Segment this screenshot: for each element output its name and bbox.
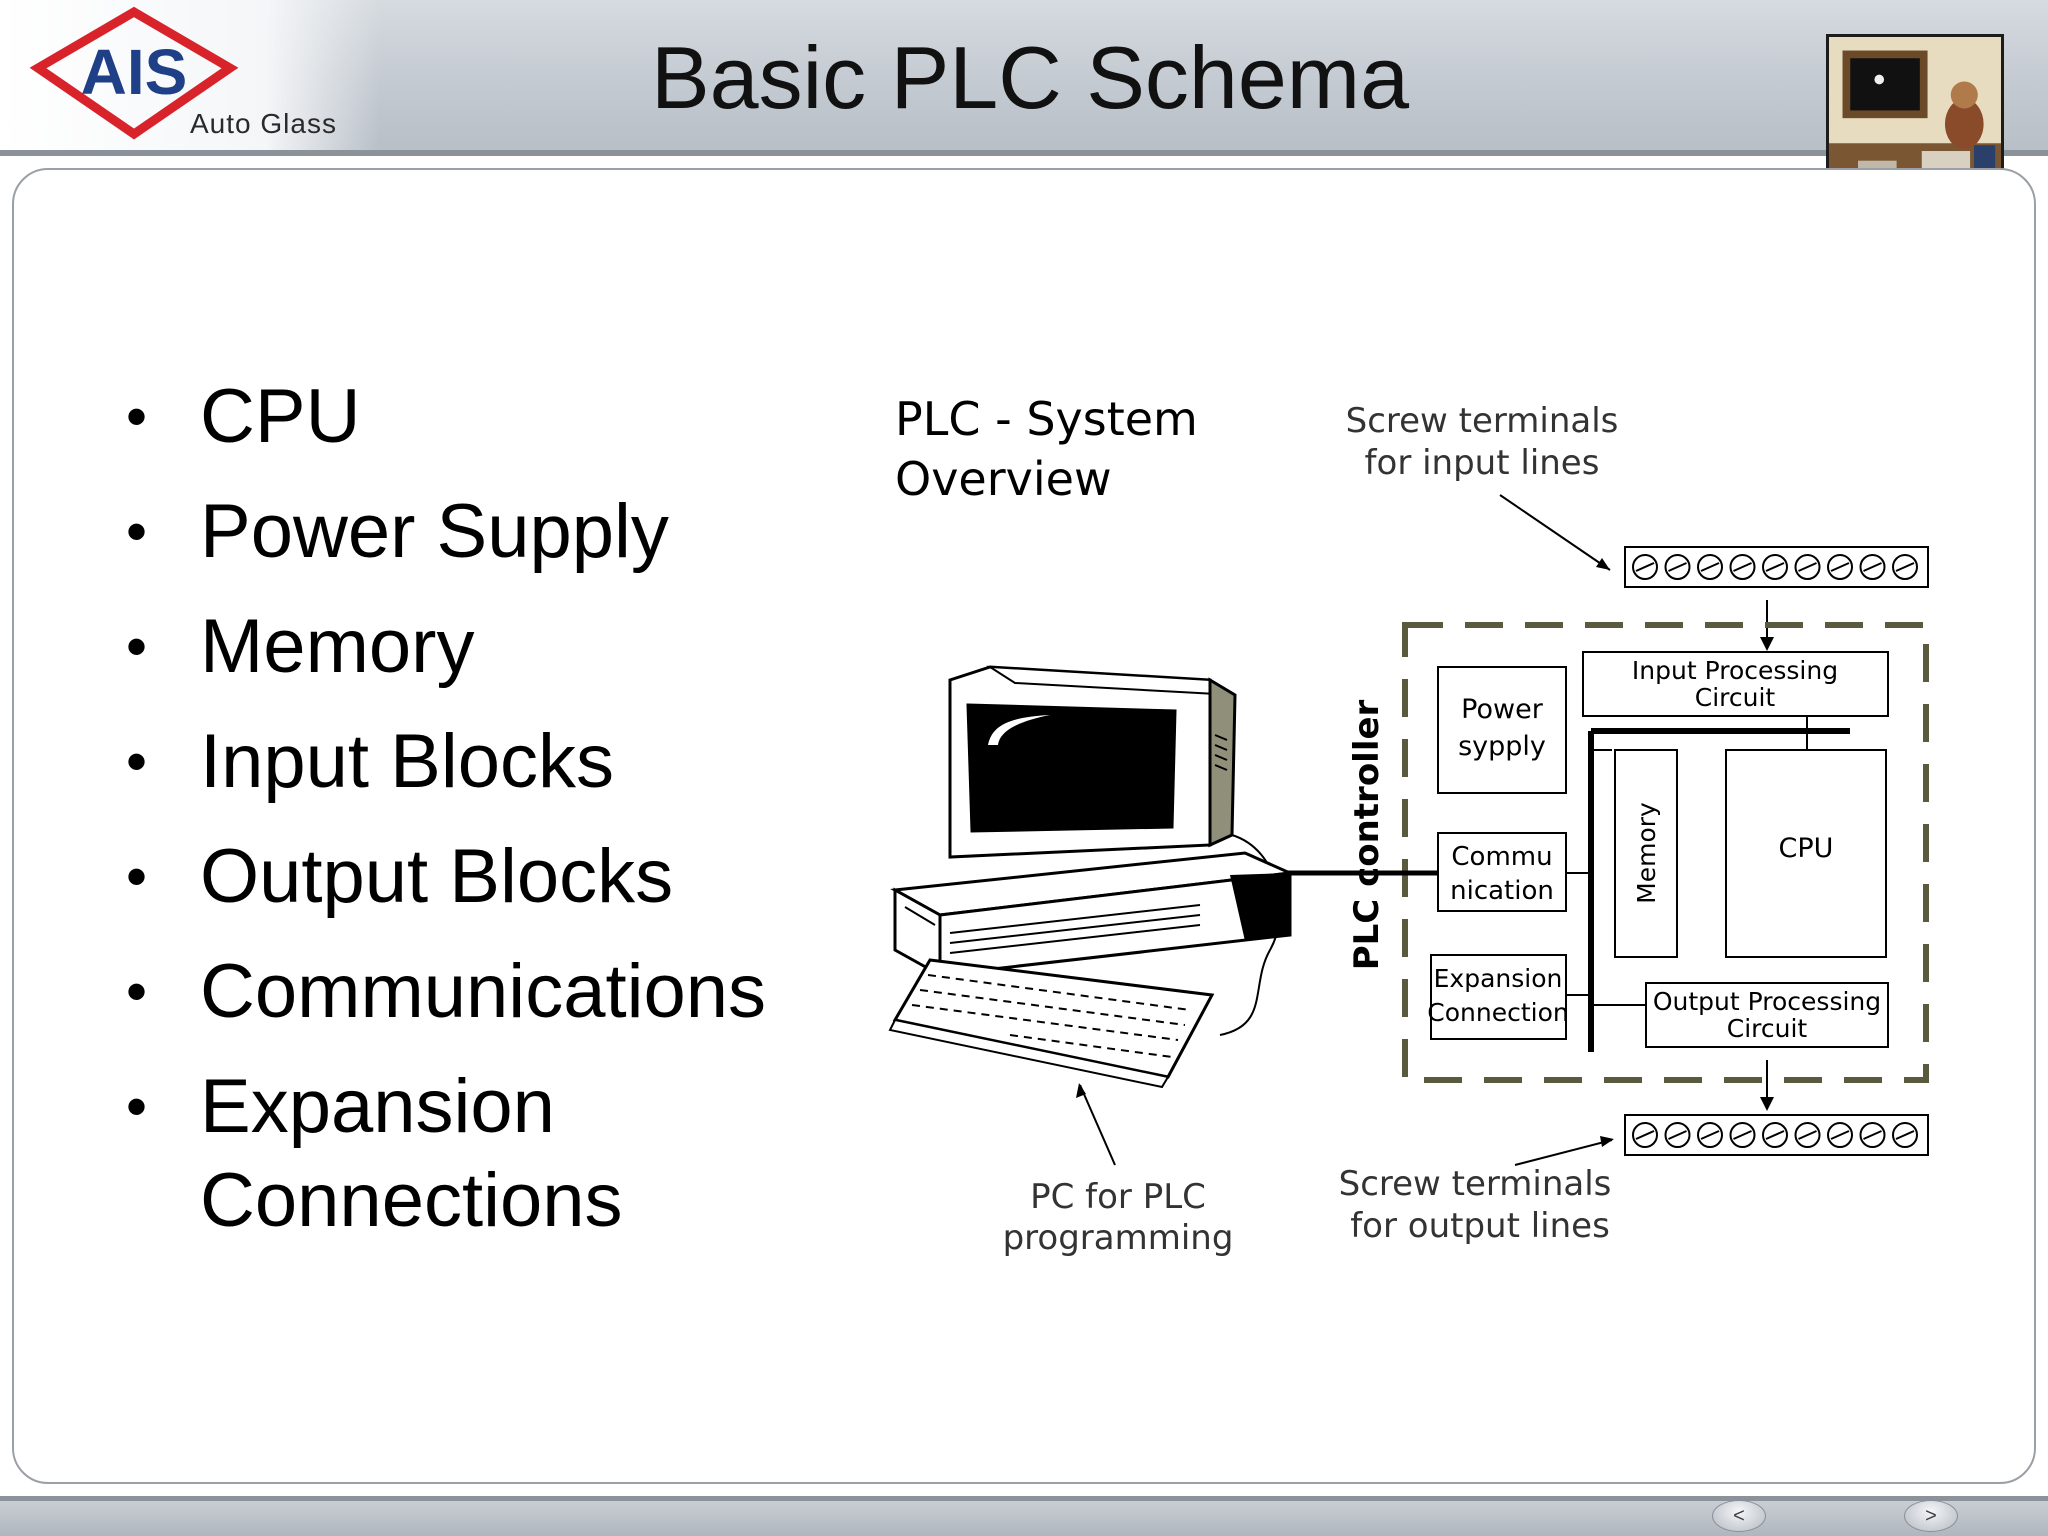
list-item: • Expansion Connections	[120, 1060, 840, 1248]
svg-text:sypply: sypply	[1458, 731, 1546, 762]
logo-name: AIS	[81, 36, 188, 108]
screw-input-pointer	[1499, 494, 1611, 571]
page-title: Basic PLC Schema	[650, 28, 1410, 127]
pc-label-line1: PC for PLC	[1030, 1177, 1206, 1217]
screw-slot	[1733, 562, 1752, 572]
plc-controller-boundary	[1402, 622, 1929, 1083]
bullet-icon: •	[126, 383, 148, 450]
screw-slot	[1635, 1130, 1655, 1140]
header-fade	[0, 0, 380, 150]
footer-band	[0, 1496, 2048, 1536]
bullet-text: Expansion Connections	[200, 1064, 623, 1243]
list-item: • Memory	[120, 600, 840, 694]
screw-output-label-line2: for output lines	[1350, 1206, 1610, 1246]
screw-slot	[1798, 1130, 1817, 1140]
previous-slide-button[interactable]: <	[1712, 1500, 1766, 1532]
screw-slot	[1863, 1130, 1882, 1140]
screw-input-pointer-head	[1596, 558, 1610, 570]
input-processing-block: Input Processing Circuit	[1582, 651, 1889, 717]
screw-slot	[1895, 562, 1915, 572]
screw-slot	[1700, 562, 1720, 572]
list-item: • Power Supply	[120, 485, 840, 579]
communication-block: Commu nication	[1437, 832, 1567, 912]
screw-slot	[1668, 562, 1687, 572]
bullet-icon: •	[126, 498, 148, 565]
logo-subtitle: Auto Glass	[190, 108, 337, 139]
screw-slot	[1635, 562, 1655, 572]
bullet-text: Power Supply	[200, 489, 669, 574]
ais-logo-icon: AIS	[29, 6, 239, 140]
output-processing-block: Output Processing Circuit	[1645, 982, 1889, 1048]
svg-text:Expansion: Expansion	[1434, 964, 1563, 993]
power-supply-block: Power sypply	[1437, 666, 1567, 794]
screw-slot	[1700, 1130, 1720, 1140]
bullet-icon: •	[126, 843, 148, 910]
output-screw-terminals	[1624, 1114, 1929, 1156]
screw-slot	[1733, 1130, 1752, 1140]
screw-output-pointer	[1514, 1139, 1613, 1166]
svg-text:CPU: CPU	[1779, 833, 1834, 864]
bullet-text: Input Blocks	[200, 719, 614, 804]
pc-pointer-head	[1076, 1083, 1086, 1098]
input-arrow-head	[1760, 637, 1774, 651]
list-item: • CPU	[120, 370, 840, 464]
output-arrow-head	[1760, 1097, 1774, 1111]
screw-slot	[1830, 562, 1850, 572]
bullet-icon: •	[126, 958, 148, 1025]
bullet-text: Output Blocks	[200, 834, 674, 919]
svg-text:Circuit: Circuit	[1695, 683, 1776, 712]
bullet-list: • CPU • Power Supply • Memory • Input Blocks…	[120, 370, 840, 1269]
list-item: • Output Blocks	[120, 830, 840, 924]
screw-output-label-line1: Screw terminals	[1339, 1164, 1612, 1204]
memory-block: Memory	[1614, 749, 1678, 958]
plc-controller-label: PLC controller	[1347, 699, 1387, 970]
pc-pointer	[1079, 1084, 1116, 1166]
svg-text:Output Processing: Output Processing	[1653, 987, 1881, 1016]
screw-slot	[1765, 562, 1785, 572]
bullet-icon: •	[126, 1073, 148, 1140]
screw-input-label-line2: for input lines	[1365, 443, 1600, 483]
diagram-heading-line1: PLC - System	[895, 395, 1198, 446]
bullet-text: Communications	[200, 949, 766, 1034]
svg-text:Connection: Connection	[1427, 998, 1568, 1027]
svg-text:nication: nication	[1450, 876, 1554, 906]
svg-text:Power: Power	[1461, 694, 1544, 725]
svg-text:Memory: Memory	[1632, 802, 1661, 904]
bullet-icon: •	[126, 728, 148, 795]
input-screw-terminals	[1624, 546, 1929, 588]
screw-slot	[1863, 562, 1882, 572]
bullet-icon: •	[126, 613, 148, 680]
bullet-text: CPU	[200, 374, 361, 459]
plc-system-diagram: PLC - System Overview Screw terminals fo…	[888, 395, 1929, 1258]
svg-text:Commu: Commu	[1451, 842, 1552, 872]
list-item: • Input Blocks	[120, 715, 840, 809]
svg-text:Input Processing: Input Processing	[1632, 656, 1838, 685]
screw-slot	[1798, 562, 1817, 572]
cpu-block: CPU	[1725, 749, 1887, 958]
svg-text:Circuit: Circuit	[1727, 1014, 1808, 1043]
pc-label-line2: programming	[1003, 1218, 1234, 1258]
pc-computer-icon	[888, 665, 1438, 1089]
screw-output-pointer-head	[1600, 1136, 1614, 1147]
bullet-text: Memory	[200, 604, 475, 689]
diagram-heading-line2: Overview	[895, 452, 1112, 506]
screw-slot	[1668, 1130, 1687, 1140]
expansion-connection-block: Expansion Connection	[1427, 954, 1569, 1040]
list-item: • Communications	[120, 945, 840, 1039]
header-rule	[0, 150, 2048, 156]
screw-slot	[1895, 1130, 1915, 1140]
next-slide-button[interactable]: >	[1904, 1500, 1958, 1532]
screw-input-label-line1: Screw terminals	[1346, 401, 1619, 441]
screw-slot	[1765, 1130, 1785, 1140]
screw-slot	[1830, 1130, 1850, 1140]
